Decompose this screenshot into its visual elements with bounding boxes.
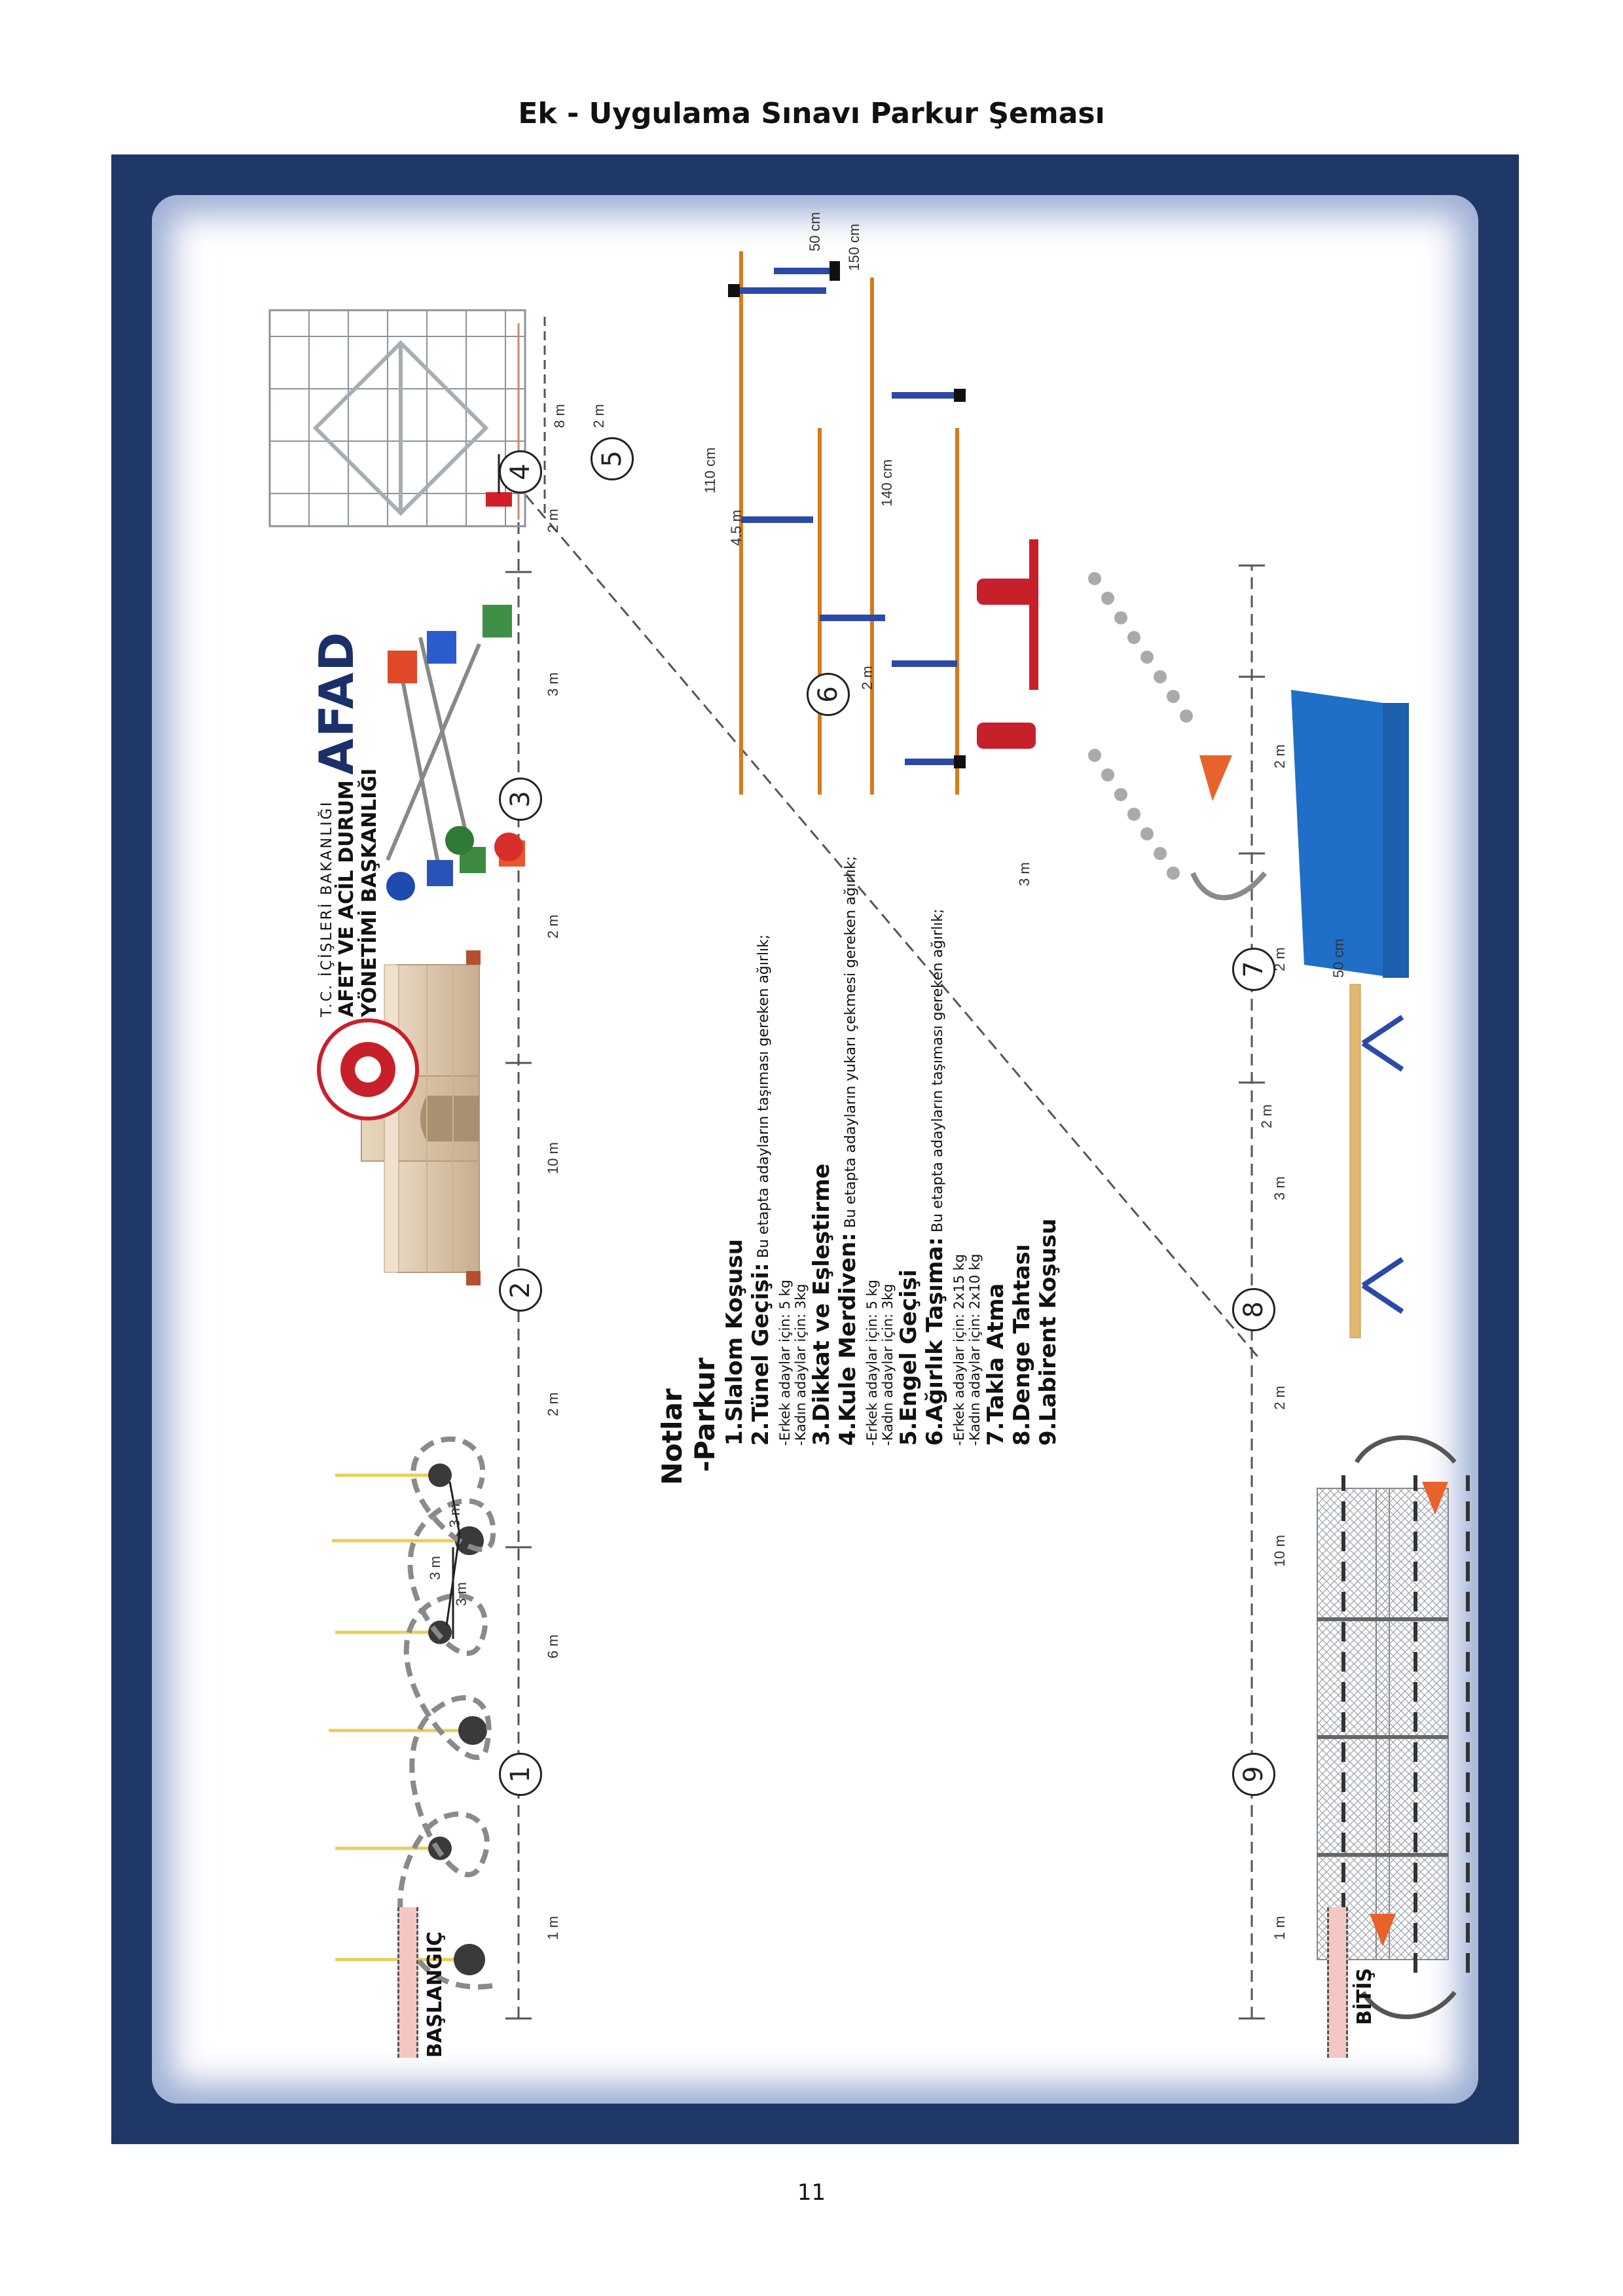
distance-label: 50 cm (1330, 939, 1347, 978)
distance-label: 10 m (545, 1142, 561, 1174)
station-number-8: 8 (1232, 1288, 1275, 1331)
distance-label: 8 m (551, 404, 568, 428)
note-item: 2.Tünel Geçişi: Bu etapta adayların taşı… (748, 934, 774, 1446)
tower-ladder (268, 309, 546, 528)
station-number-3: 3 (499, 778, 542, 821)
note-item: 8.Denge Tahtası (1009, 1244, 1035, 1446)
note-item: 6.Ağırlık Taşıma: Bu etapta adayların ta… (922, 908, 948, 1446)
distance-label: 6 m (545, 1634, 561, 1659)
distance-label: 1 m (1271, 1916, 1288, 1940)
note-item: 3.Dikkat ve Eşleştirme (809, 1163, 835, 1446)
start-label: BAŞLANGIÇ (424, 1931, 447, 2058)
note-item: 7.Takla Atma (983, 1283, 1009, 1446)
distance-label: 1 m (545, 1916, 561, 1940)
course-diagram-graphics (268, 251, 1470, 2020)
slalom-poles (329, 1436, 496, 1990)
station-number-9: 9 (1232, 1753, 1275, 1796)
distance-label: 110 cm (702, 447, 718, 493)
distance-label: 2 m (1271, 744, 1288, 768)
distance-label: 3 m (453, 1582, 469, 1606)
distance-label: 3 m (1271, 1176, 1288, 1200)
balance-beam (1349, 984, 1404, 1338)
notes-subheading: -Parkur (689, 1357, 721, 1472)
gym-mat (1291, 690, 1409, 978)
note-item: 9.Labirent Koşusu (1035, 1218, 1061, 1446)
station-number-2: 2 (499, 1268, 542, 1312)
diagonal-course-line (501, 467, 1260, 1358)
document-title: Ek - Uygulama Sınavı Parkur Şeması (518, 97, 1105, 130)
note-item: 1.Slalom Koşusu (721, 1239, 748, 1446)
note-item: 4.Kule Merdiven: Bu etapta adayların yuk… (835, 856, 861, 1446)
notes-heading: Notlar (656, 1388, 688, 1485)
ministry-emblem (317, 1018, 419, 1121)
distance-label: 2 m (545, 1392, 561, 1416)
course-diagram-panel: 1 2 3 4 5 6 7 8 9 1 m 6 m 2 m 10 m 2 m 3… (152, 195, 1478, 2104)
notes-panel: Notlar -Parkur 1.Slalom Koşusu 2.Tünel G… (656, 634, 1061, 1485)
distance-label: 10 m (1271, 1535, 1288, 1567)
page-number: 11 (797, 2179, 826, 2206)
course-diagram-rotated: 1 2 3 4 5 6 7 8 9 1 m 6 m 2 m 10 m 2 m 3… (152, 195, 1478, 2104)
distance-label: 3 m (545, 672, 561, 696)
weight-carry (977, 539, 1267, 901)
distance-label: 2 m (1271, 947, 1288, 971)
labyrinth (1317, 1435, 1470, 2019)
station-number-5: 5 (591, 437, 634, 480)
distance-label: 3 m (447, 1503, 463, 1528)
matching-objects (386, 605, 525, 901)
note-item: 5.Engel Geçişi (896, 1269, 922, 1446)
distance-label: 2 m (1271, 1386, 1288, 1410)
station-number-4: 4 (499, 450, 542, 493)
distance-label: 140 cm (879, 459, 895, 507)
finish-marker (1327, 1907, 1348, 2058)
station-number-1: 1 (499, 1753, 542, 1796)
distance-label: 150 cm (846, 223, 862, 271)
distance-label: 2 m (591, 404, 607, 428)
distance-label: 4.5 m (728, 509, 744, 546)
hurdles (728, 251, 966, 795)
start-marker (397, 1907, 418, 2058)
course-diagram-frame: 1 2 3 4 5 6 7 8 9 1 m 6 m 2 m 10 m 2 m 3… (111, 154, 1519, 2144)
distance-label: 2 m (1258, 1104, 1275, 1128)
finish-label: BİTİŞ (1353, 1967, 1376, 2025)
distance-label: 3 m (427, 1556, 443, 1580)
station-number-7: 7 (1232, 948, 1275, 991)
afad-logo: AFAD (309, 630, 364, 775)
ministry-name: T.C. İÇİŞLERİ BAKANLIĞI AFET VE ACİL DUR… (319, 768, 381, 1017)
distance-label: 2 m (545, 914, 561, 939)
distance-label: 2 m (545, 509, 561, 533)
distance-label: 50 cm (807, 212, 823, 251)
